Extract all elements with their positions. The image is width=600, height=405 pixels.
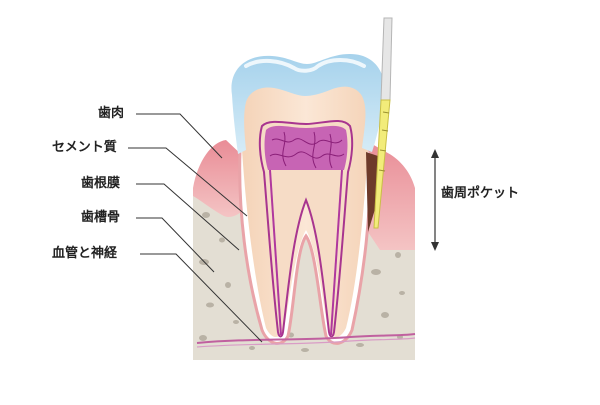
label-periodontal-pocket: 歯周ポケット	[441, 186, 520, 201]
leader-gum	[136, 113, 223, 159]
periodontal-probe	[373, 17, 393, 229]
enamel	[231, 54, 385, 154]
vessels-nerves-line	[196, 333, 416, 344]
label-periodontal-ligament: 歯根膜	[81, 176, 121, 191]
bone-texture	[199, 193, 405, 352]
pulp-vessels	[269, 131, 345, 169]
canal-left	[269, 169, 282, 336]
leader-bone	[136, 217, 215, 273]
leader-cementum	[128, 147, 248, 217]
leader-lines	[128, 113, 263, 343]
leader-ligament	[136, 183, 240, 251]
label-alveolar-bone: 歯槽骨	[81, 210, 121, 225]
leader-vessels	[140, 253, 263, 343]
pulp-chamber	[264, 125, 348, 170]
label-gum: 歯肉	[98, 106, 125, 121]
label-vessels-nerves: 血管と神経	[52, 246, 118, 261]
pocket-gap	[366, 152, 378, 232]
pulp	[258, 119, 354, 338]
pocket-depth-arrow	[431, 149, 439, 251]
gum-left	[193, 140, 248, 217]
canal-right	[330, 169, 343, 336]
label-cementum: セメント質	[52, 140, 117, 155]
enamel-highlight	[244, 58, 366, 73]
